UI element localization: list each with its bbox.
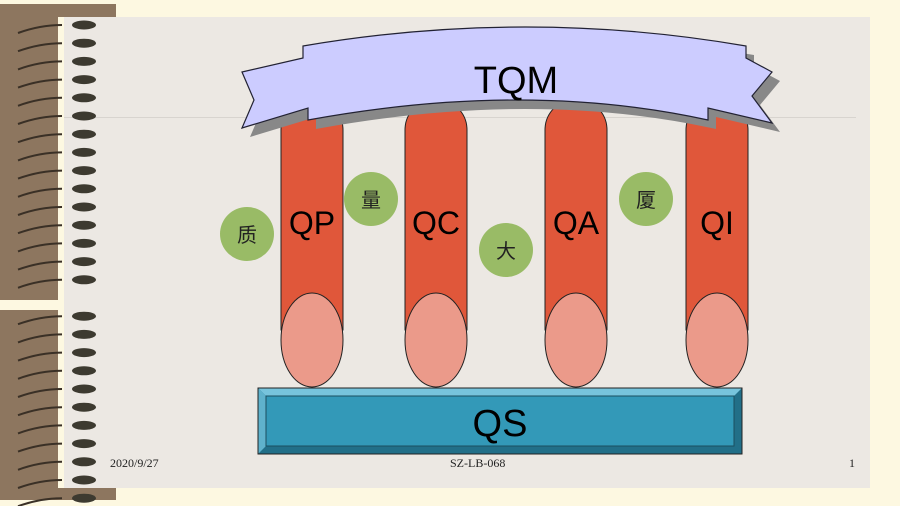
spiral-wire (17, 187, 63, 198)
circle-text-da: 大 (496, 239, 516, 263)
pillar-qc (404, 98, 468, 388)
footer-date: 2020/9/27 (110, 456, 159, 470)
spiral-wire (17, 315, 63, 326)
pillar-qp (280, 98, 344, 388)
spiral-ring (72, 275, 96, 285)
spiral-ring (72, 402, 96, 412)
pillar-label-qi: QI (700, 205, 734, 241)
circle-text-zhi: 质 (237, 223, 257, 247)
spiral-wire (17, 333, 63, 344)
spiral-ring (72, 147, 96, 157)
pillar-label-qp: QP (289, 205, 335, 241)
spiral-wire (17, 369, 63, 380)
spiral-ring (72, 439, 96, 449)
spiral-wire (17, 224, 63, 235)
spiral-wire (17, 42, 63, 53)
spiral-ring (72, 184, 96, 194)
spiral-wire (17, 169, 63, 180)
spiral-ring (72, 220, 96, 230)
spiral-wire (17, 424, 63, 435)
spiral-wire (17, 133, 63, 144)
spiral-wire (17, 151, 63, 162)
spiral-ring (72, 475, 96, 485)
pillar-qa (544, 98, 608, 388)
spiral-wire (17, 497, 63, 506)
spiral-ring (72, 257, 96, 267)
spiral-ring (72, 493, 96, 503)
spiral-wire (17, 351, 63, 362)
spiral-ring (72, 38, 96, 48)
qs-base (257, 387, 743, 455)
banner-label: TQM (474, 60, 558, 102)
spiral-wire (17, 442, 63, 453)
spiral-wire (17, 460, 63, 471)
footer-code: SZ-LB-068 (450, 456, 506, 470)
circle-zhi (220, 207, 274, 261)
spiral-wire (17, 242, 63, 253)
spiral-wire (17, 479, 63, 489)
spiral-ring (72, 202, 96, 212)
circle-text-liang: 量 (361, 188, 381, 212)
spiral-wire (17, 24, 63, 34)
spiral-wire (17, 388, 63, 398)
spiral-wire (17, 60, 63, 71)
spiral-ring (72, 129, 96, 139)
circle-liang (344, 172, 398, 226)
tqm-banner (240, 26, 774, 129)
slide-edge (58, 17, 64, 488)
circle-da (479, 223, 533, 277)
spiral-wire (17, 115, 63, 125)
spiral-ring (72, 329, 96, 339)
pillar-qi (685, 98, 749, 388)
base-label: QS (473, 403, 528, 445)
spiral-ring (72, 111, 96, 121)
spiral-ring (72, 366, 96, 376)
spiral-ring (72, 93, 96, 103)
pillar-label-qa: QA (553, 205, 600, 241)
spiral-ring (72, 75, 96, 85)
spiral-wire (17, 96, 63, 107)
spiral-wire (17, 78, 63, 89)
spiral-ring (72, 457, 96, 467)
pillar-label-qc: QC (412, 205, 460, 241)
circle-sha (619, 172, 673, 226)
spiral-ring (72, 384, 96, 394)
spiral-wire (17, 406, 63, 417)
spiral-ring (72, 166, 96, 176)
spiral-ring (72, 420, 96, 430)
circle-text-sha: 厦 (636, 188, 656, 212)
spiral-ring (72, 20, 96, 30)
spiral-wire (17, 278, 63, 289)
spiral-wire (17, 260, 63, 271)
spiral-wire (17, 206, 63, 216)
spiral-ring (72, 348, 96, 358)
spiral-ring (72, 238, 96, 248)
page-number: 1 (849, 456, 855, 470)
spiral-ring (72, 311, 96, 321)
spiral-ring (72, 56, 96, 66)
